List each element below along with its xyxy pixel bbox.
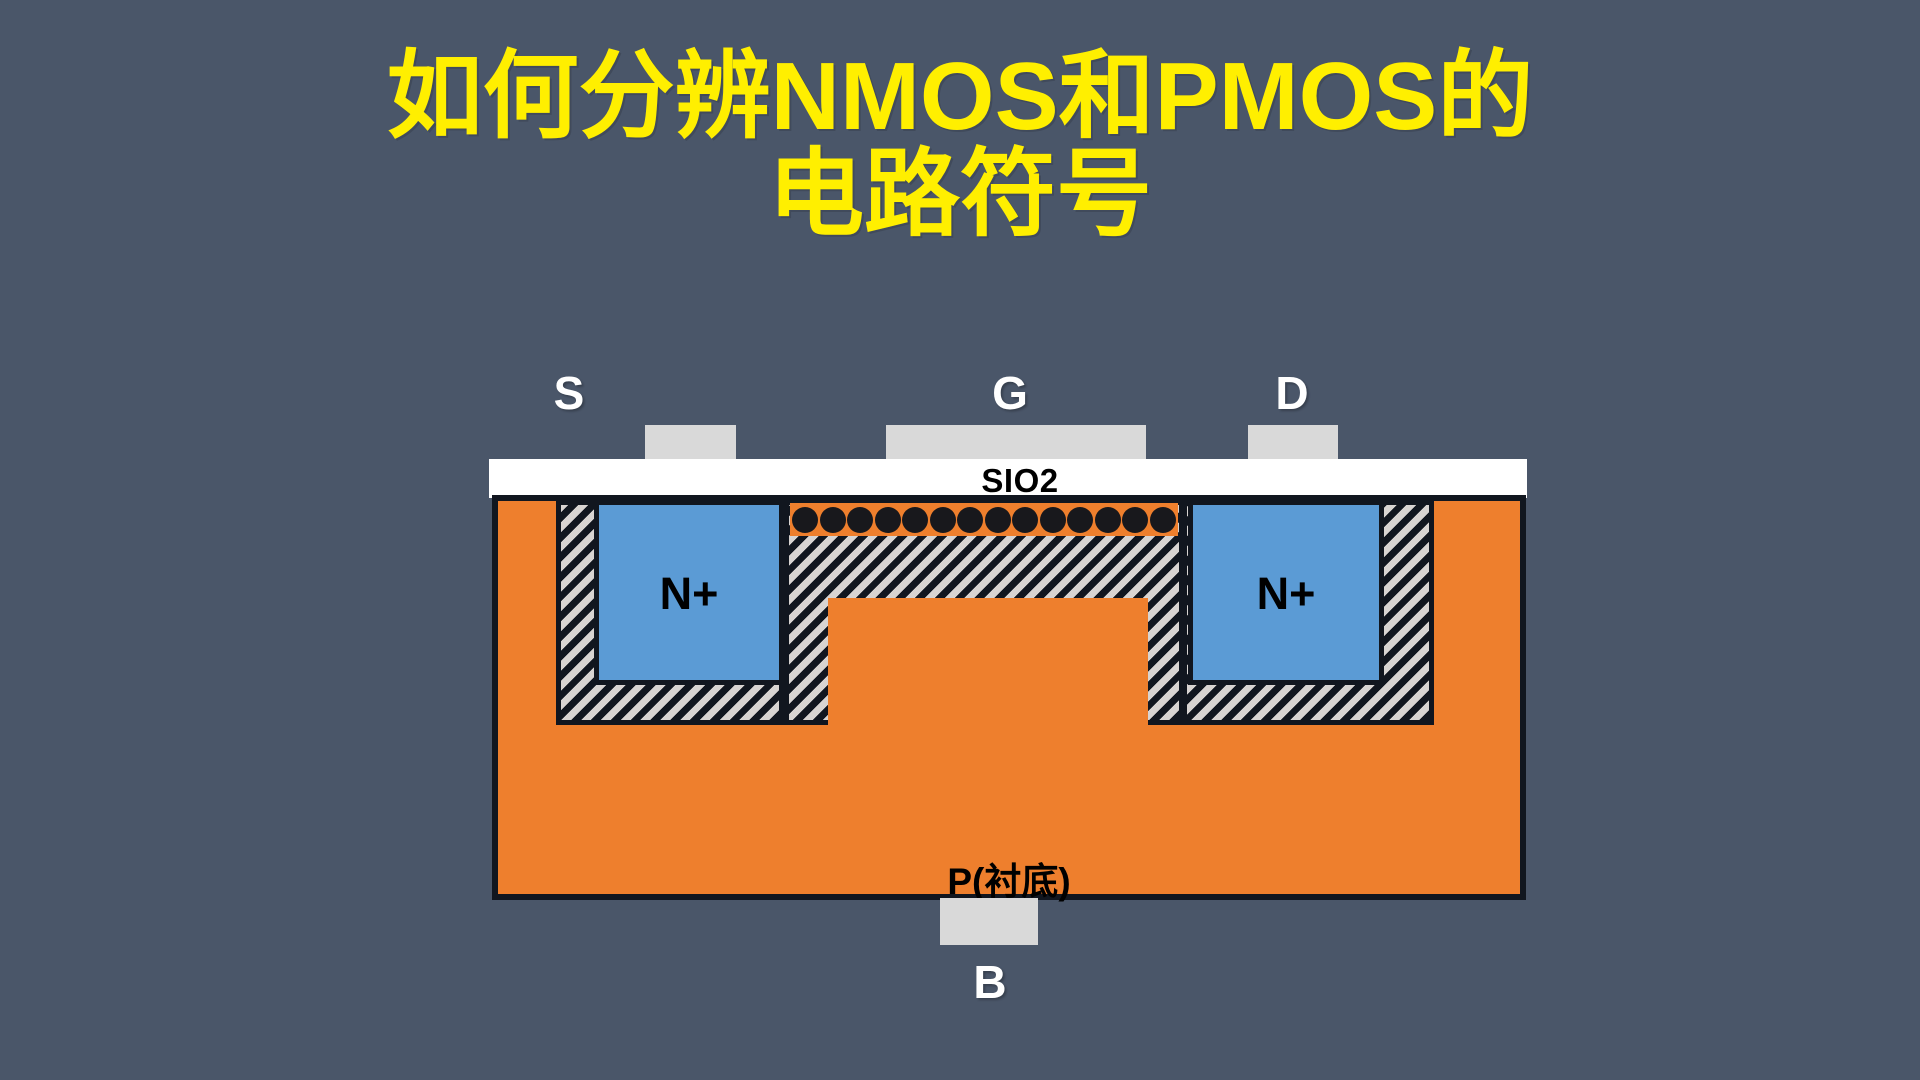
carrier-dot — [847, 506, 874, 533]
nplus-region-source — [594, 500, 784, 685]
nplus-label-source: N+ — [659, 568, 719, 619]
terminal-label-source: S — [553, 367, 585, 419]
metal-contact-bulk — [940, 898, 1038, 945]
carrier-dot — [1122, 506, 1149, 533]
carrier-dot — [1039, 506, 1066, 533]
nplus-region-drain — [1188, 500, 1384, 685]
carrier-dot — [874, 506, 901, 533]
terminal-label-bulk: B — [973, 956, 1007, 1008]
carrier-dot — [902, 506, 929, 533]
channel-notch — [828, 598, 1148, 725]
carrier-dot — [984, 506, 1011, 533]
carrier-dot — [792, 506, 818, 533]
title-line-1: 如何分辨NMOS和PMOS的 — [386, 43, 1534, 150]
page-title: 如何分辨NMOS和PMOS的 电路符号 — [0, 48, 1920, 244]
carrier-dot — [1094, 506, 1121, 533]
oxide-layer-label: SIO2 — [981, 462, 1059, 499]
carrier-dot — [929, 506, 956, 533]
terminal-label-gate: G — [992, 367, 1028, 419]
carrier-dot — [957, 506, 984, 533]
nplus-label-drain: N+ — [1256, 568, 1316, 619]
terminal-label-drain: D — [1275, 367, 1309, 419]
oxide-layer-sio2 — [489, 459, 1527, 498]
substrate-label: P(衬底) — [947, 861, 1071, 902]
carrier-dot — [1012, 506, 1039, 533]
carrier-dot — [1067, 506, 1094, 533]
carrier-dot — [819, 506, 846, 533]
channel-carrier-dots — [790, 503, 1178, 536]
title-line-2: 电路符号 — [768, 140, 1152, 248]
carrier-dot — [1149, 506, 1176, 533]
